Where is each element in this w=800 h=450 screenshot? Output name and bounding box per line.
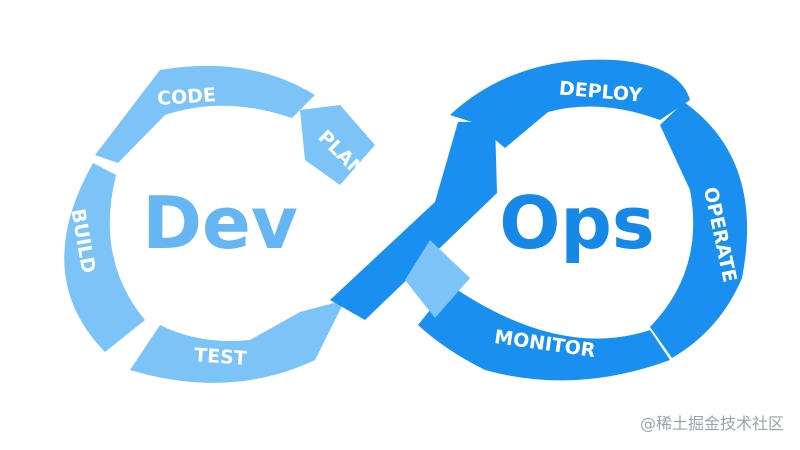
ops-label: Ops [499,181,655,265]
segment-code [95,65,315,163]
segment-deploy [450,59,690,148]
segment-release [330,122,497,320]
watermark-text: @稀土掘金技术社区 [639,414,784,433]
segment-plan [300,105,375,185]
dev-label: Dev [142,181,298,265]
segment-test [130,300,345,383]
label-code: CODE [156,84,216,110]
segment-build [64,163,145,352]
segment-operate [650,102,748,358]
segment-monitor-return [405,240,470,318]
segment-monitor [418,285,670,381]
label-test: TEST [193,344,247,370]
